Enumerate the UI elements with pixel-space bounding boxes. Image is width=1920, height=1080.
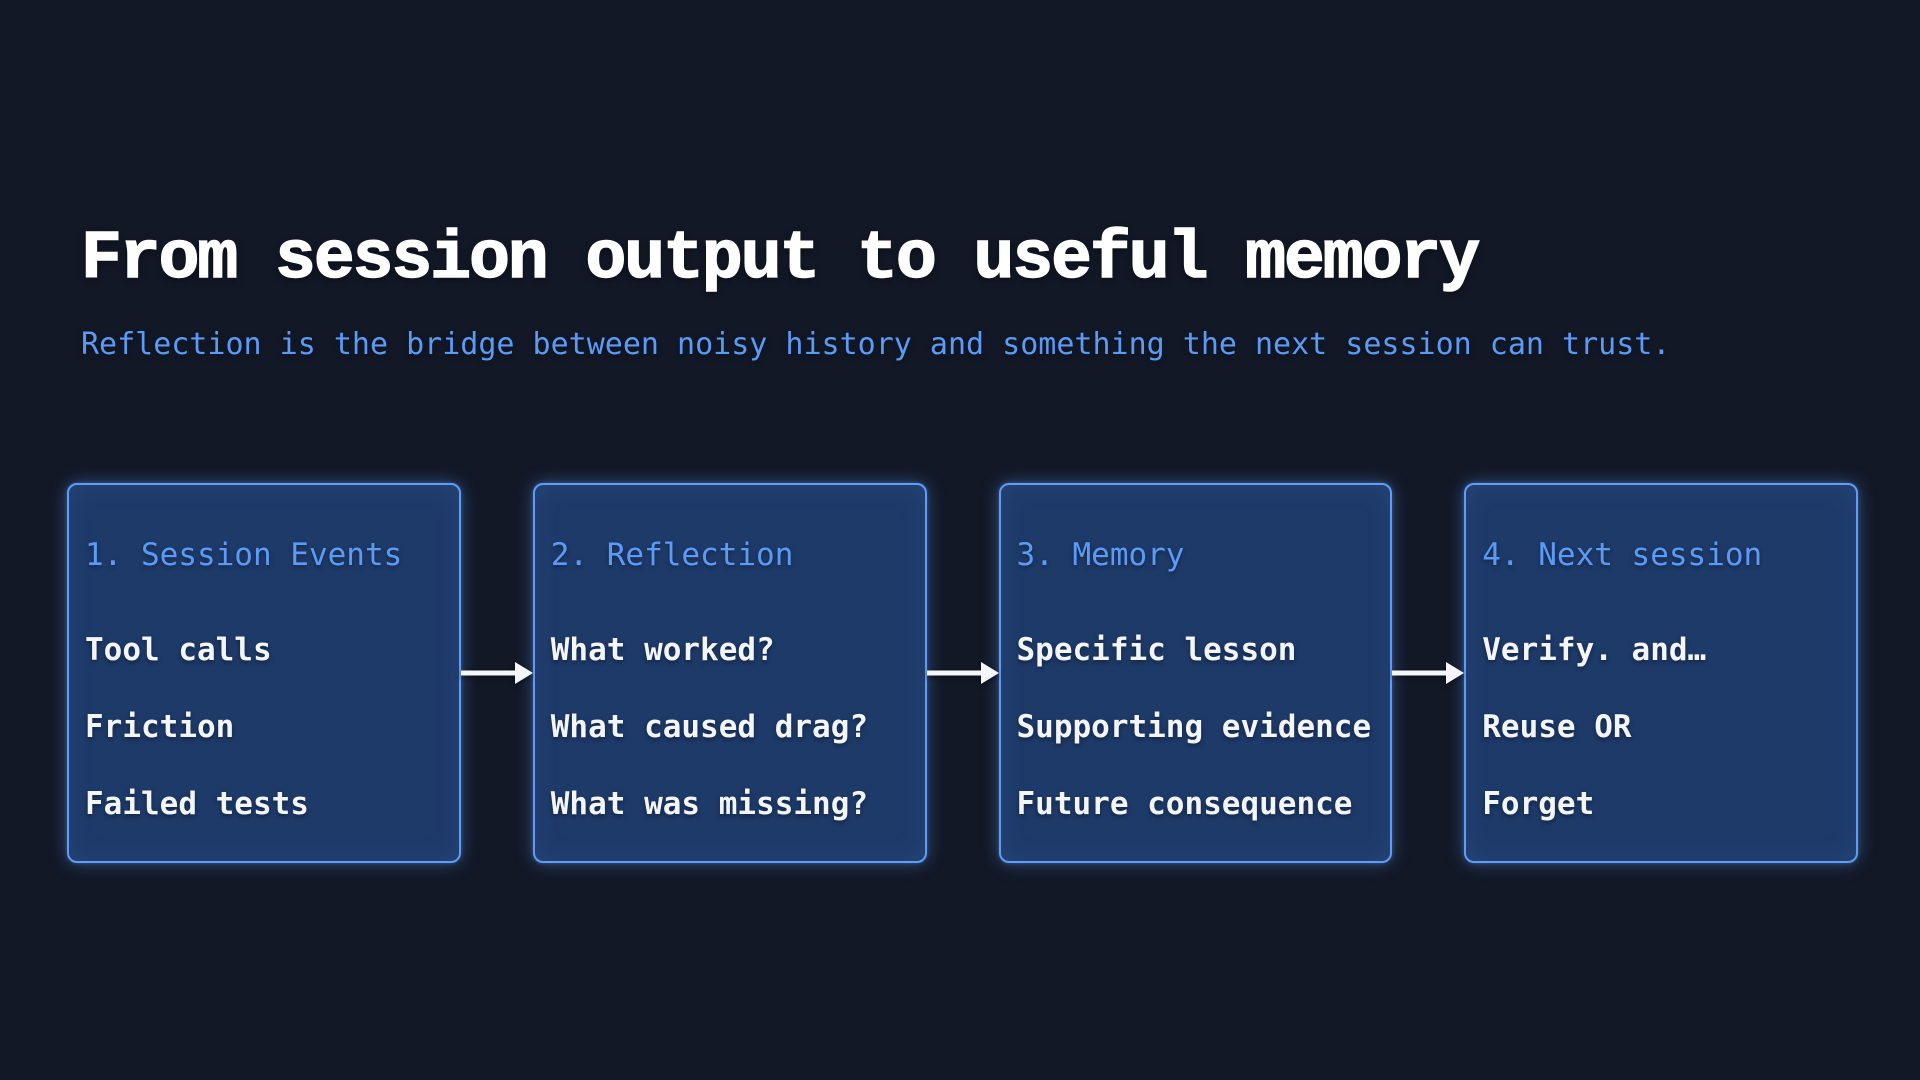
flow-diagram: 1. Session Events Tool calls Friction Fa…: [67, 483, 1858, 863]
step-item: Supporting evidence: [1016, 709, 1372, 745]
arrow-right-icon: [460, 653, 533, 693]
step-item: Tool calls: [85, 632, 272, 668]
step-item-list: What worked? What caused drag? What was …: [551, 631, 909, 824]
step-item-list: Verify. and… Reuse OR Forget: [1482, 631, 1840, 824]
page-subtitle: Reflection is the bridge between noisy h…: [81, 327, 1671, 362]
step-heading: 4. Next session: [1482, 537, 1763, 573]
step-item: Verify. and…: [1482, 632, 1707, 668]
step-item: Specific lesson: [1016, 632, 1297, 668]
step-heading: 2. Reflection: [550, 537, 794, 573]
step-item: Reuse OR: [1482, 709, 1632, 745]
step-item: What worked?: [550, 632, 775, 668]
step-card-next-session: 4. Next session Verify. and… Reuse OR Fo…: [1464, 483, 1858, 863]
step-item: What was missing?: [550, 786, 869, 822]
step-item: Forget: [1482, 786, 1595, 822]
step-heading: 1. Session Events: [85, 537, 403, 573]
step-item-list: Specific lesson Supporting evidence Futu…: [1017, 631, 1375, 824]
step-heading: 3. Memory: [1016, 537, 1185, 573]
page-title: From session output to useful memory: [80, 221, 1481, 299]
step-item: Future consequence: [1016, 786, 1353, 822]
step-item: Friction: [85, 709, 235, 745]
step-card-session-events: 1. Session Events Tool calls Friction Fa…: [67, 483, 461, 863]
step-item: What caused drag?: [550, 709, 869, 745]
step-item: Failed tests: [85, 786, 309, 822]
step-item-list: Tool calls Friction Failed tests: [85, 631, 443, 824]
step-card-memory: 3. Memory Specific lesson Supporting evi…: [998, 483, 1393, 863]
arrow-right-icon: [1392, 653, 1465, 693]
arrow-right-icon: [926, 653, 999, 693]
step-card-reflection: 2. Reflection What worked? What caused d…: [532, 483, 927, 863]
